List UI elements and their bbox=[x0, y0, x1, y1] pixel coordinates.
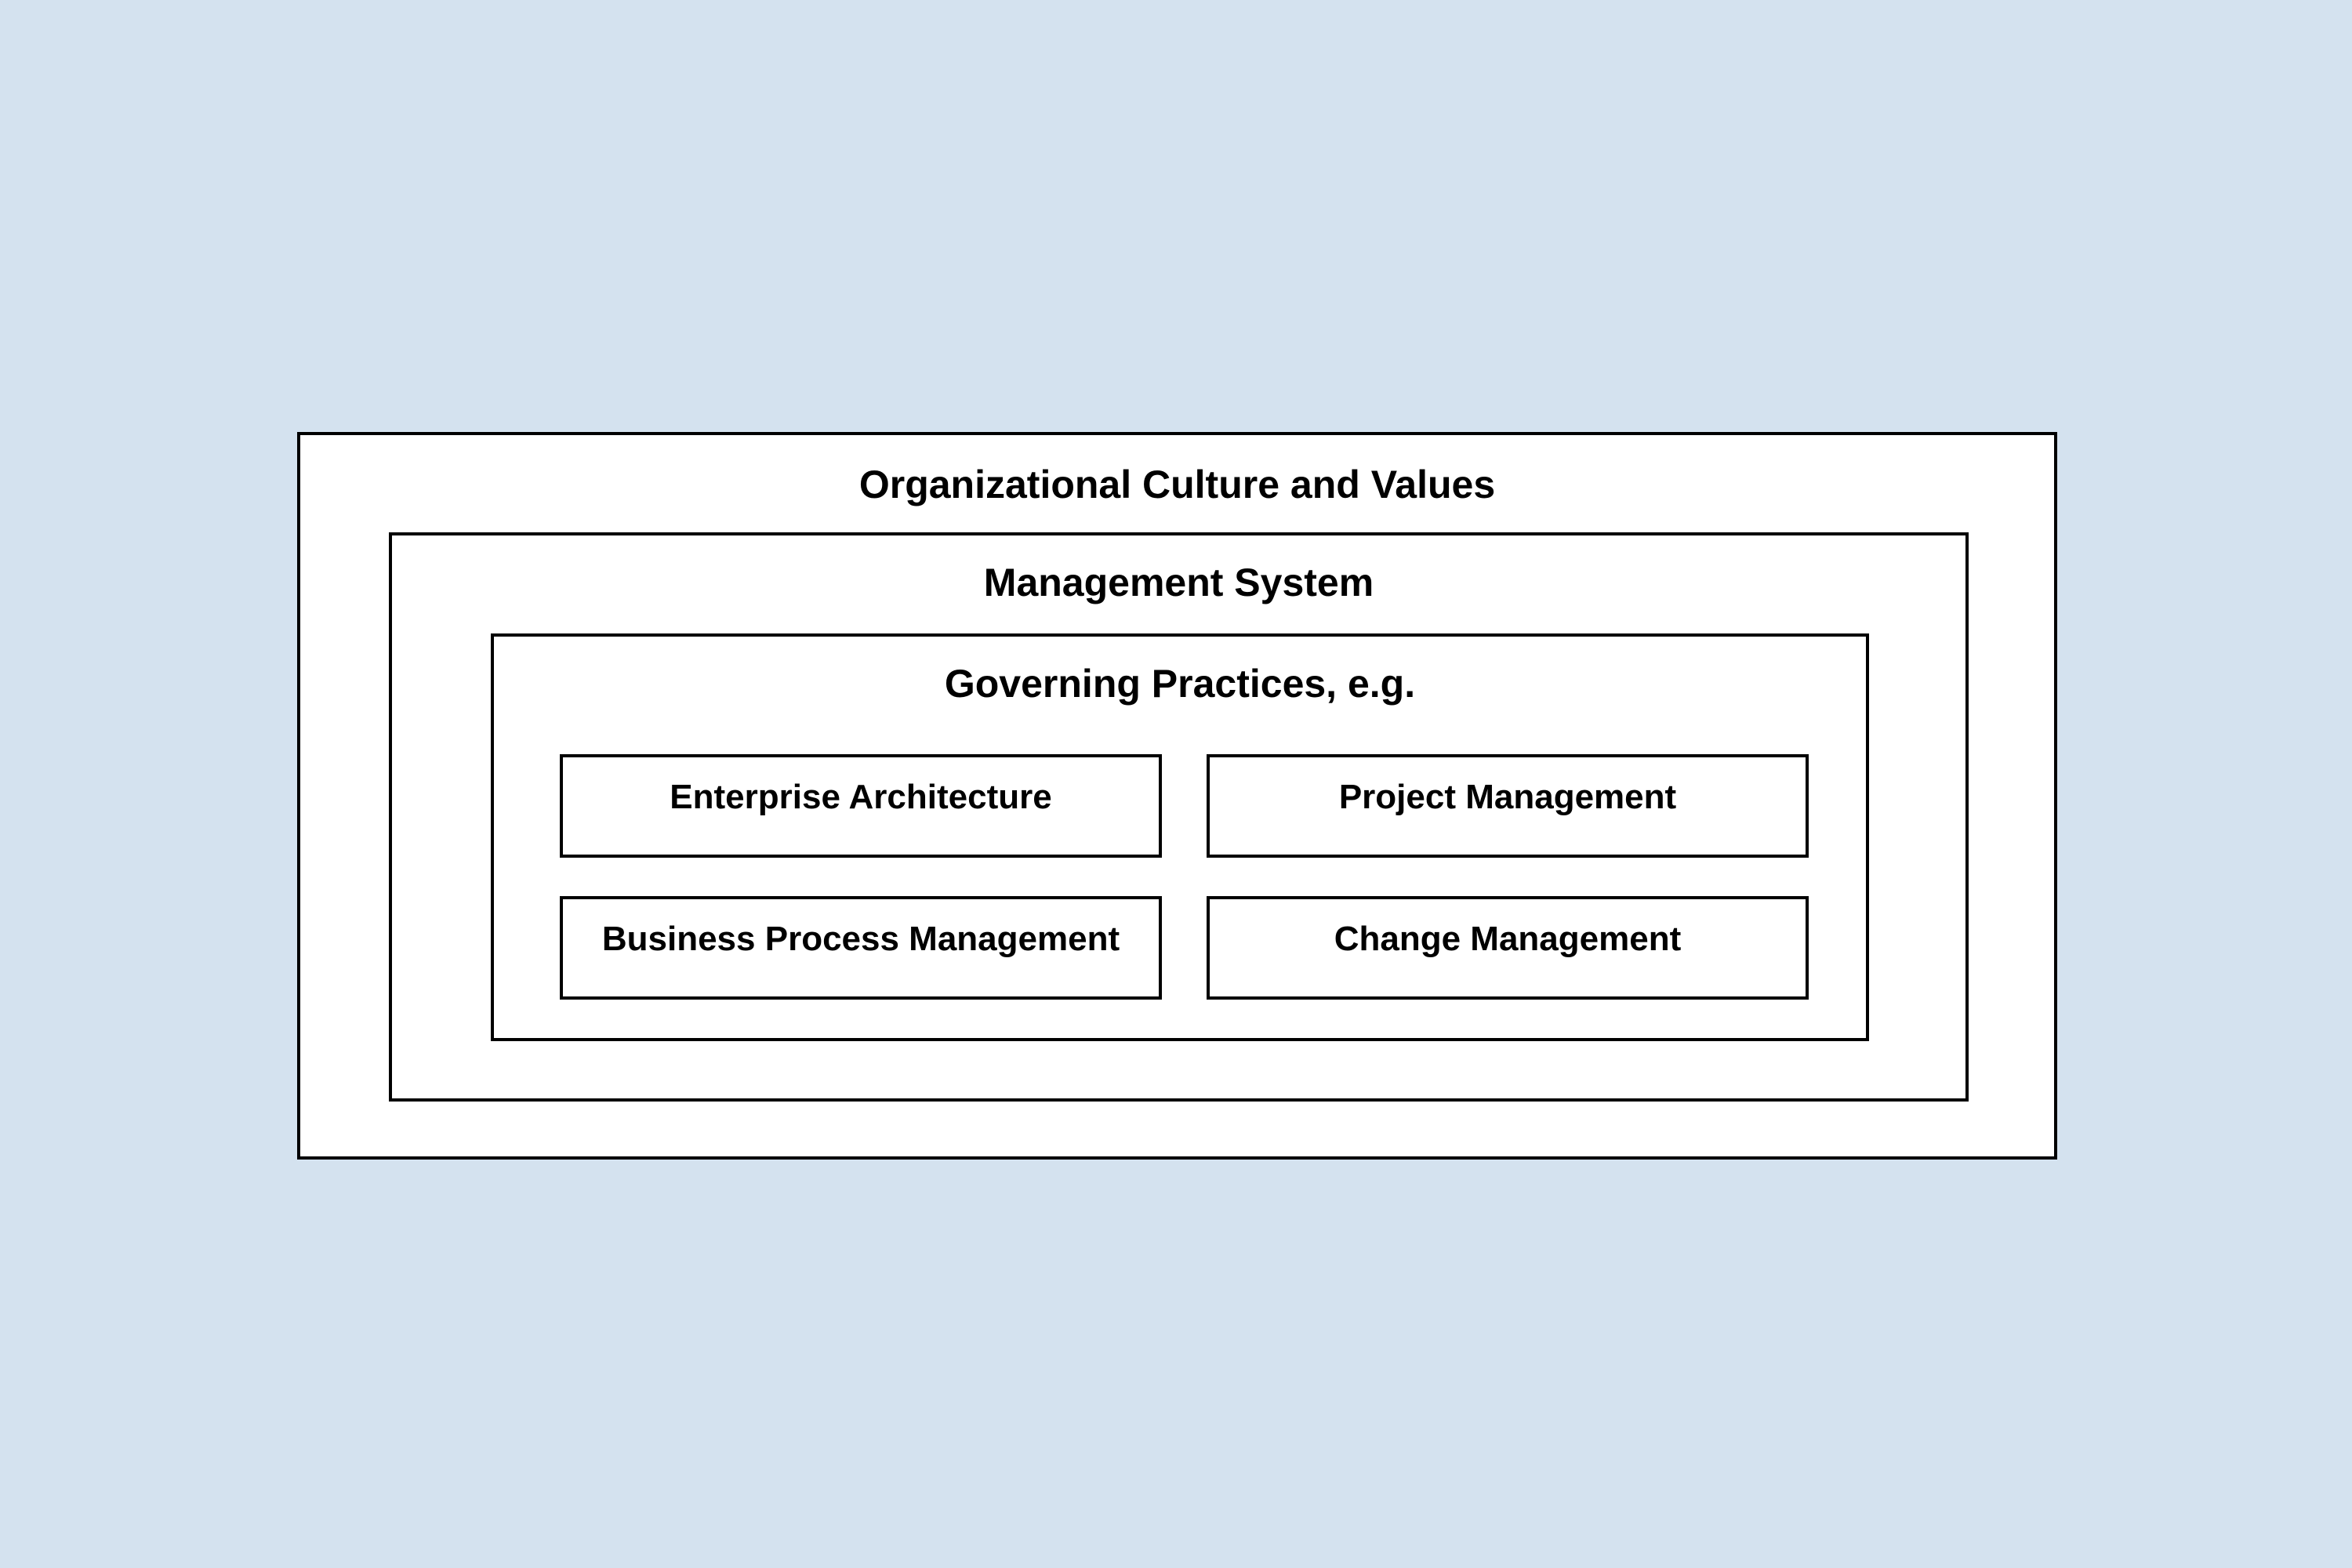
governing-practices-title: Governing Practices, e.g. bbox=[944, 662, 1416, 706]
practice-label: Enterprise Architecture bbox=[670, 778, 1052, 816]
practice-box-project-management: Project Management bbox=[1207, 754, 1809, 858]
governing-practices-box: Governing Practices, e.g. Enterprise Arc… bbox=[491, 633, 1869, 1041]
organizational-culture-title: Organizational Culture and Values bbox=[858, 463, 1496, 506]
practice-box-enterprise-architecture: Enterprise Architecture bbox=[560, 754, 1162, 858]
practice-box-change-management: Change Management bbox=[1207, 896, 1809, 1000]
practice-label: Project Management bbox=[1338, 778, 1677, 816]
practice-label: Change Management bbox=[1334, 920, 1682, 958]
organizational-culture-box: Organizational Culture and Values Manage… bbox=[297, 432, 2057, 1160]
management-system-title: Management System bbox=[983, 561, 1374, 604]
practice-label: Business Process Management bbox=[601, 920, 1120, 958]
practice-box-business-process-management: Business Process Management bbox=[560, 896, 1162, 1000]
management-system-box: Management System Governing Practices, e… bbox=[389, 532, 1969, 1102]
